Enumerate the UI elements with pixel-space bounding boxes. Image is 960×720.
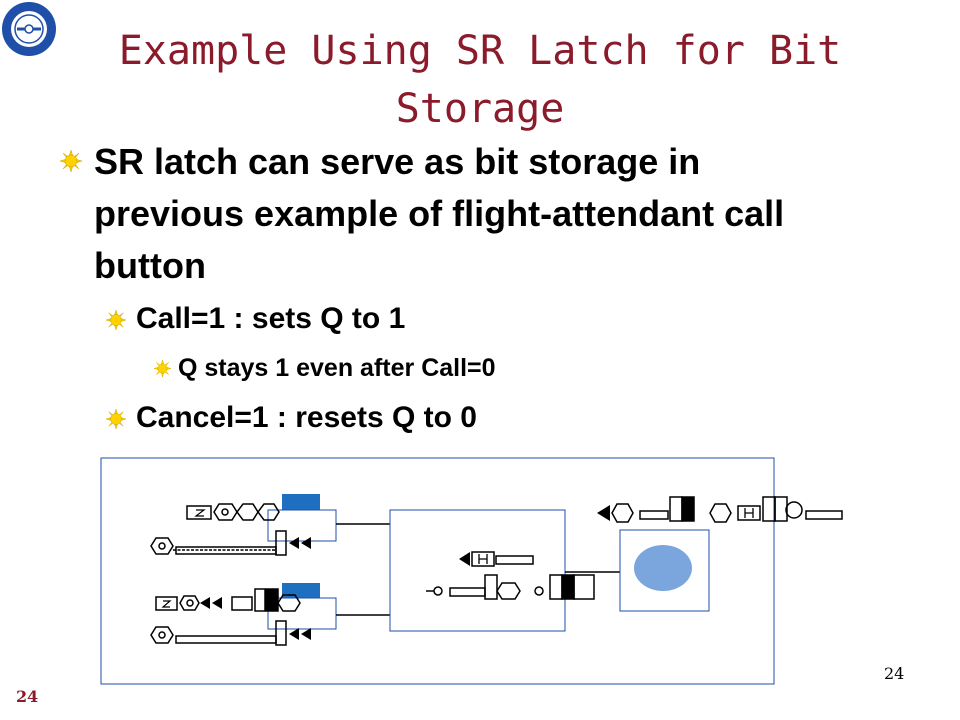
university-logo: [2, 2, 56, 56]
bullet-text-3: Q stays 1 even after Call=0: [178, 354, 496, 382]
call-button-box: [267, 509, 337, 542]
call-label-glyphs: [186, 503, 280, 521]
page-number: 24: [884, 664, 905, 683]
sunburst-bullet-icon: [154, 360, 171, 377]
title-line-1: Example Using SR Latch for Bit: [118, 28, 842, 74]
title-line-2: Storage: [395, 86, 565, 132]
cancel-button-cap: [282, 583, 320, 599]
page-number-footer: 24: [16, 687, 39, 706]
cancel-button-box: [267, 597, 337, 630]
cancel-signal-glyphs: [150, 620, 287, 646]
cancel-label-glyphs: [155, 588, 301, 612]
sunburst-bullet-icon: [106, 409, 126, 429]
bullet-text-4: Cancel=1 : resets Q to 0: [136, 401, 477, 434]
sr-latch-block: [389, 509, 595, 632]
logo-seal-icon: [3, 3, 55, 55]
bullet-text-1: SR latch can serve as bit storage in pre…: [94, 141, 785, 286]
bullet-text-2: Call=1 : sets Q to 1: [136, 302, 406, 335]
lamp-light: [634, 545, 692, 591]
lamp-box: [619, 529, 710, 612]
output-glyphs: [611, 496, 843, 523]
lamp-block: [619, 529, 710, 612]
cancel-arrow-2: [212, 597, 222, 609]
latch-arrow: [459, 552, 470, 566]
sunburst-bullet-icon: [60, 150, 82, 172]
sr-latch-box: [389, 509, 566, 632]
slide-title: Example Using SR Latch for Bit Storage: [60, 22, 900, 138]
call-arrow-2: [301, 537, 311, 549]
call-signal-glyphs: [150, 530, 287, 556]
cancel-arrow-4: [301, 628, 311, 640]
call-button-cap: [282, 494, 320, 510]
sunburst-bullet-icon: [106, 310, 126, 330]
call-arrow-1: [289, 537, 299, 549]
cancel-button-block: [150, 583, 337, 646]
cancel-arrow-3: [289, 628, 299, 640]
cancel-arrow-1: [200, 597, 210, 609]
output-arrow: [597, 505, 610, 521]
diagram-frame: [100, 457, 775, 685]
latch-glyphs: [426, 551, 595, 600]
call-button-block: [150, 494, 337, 556]
